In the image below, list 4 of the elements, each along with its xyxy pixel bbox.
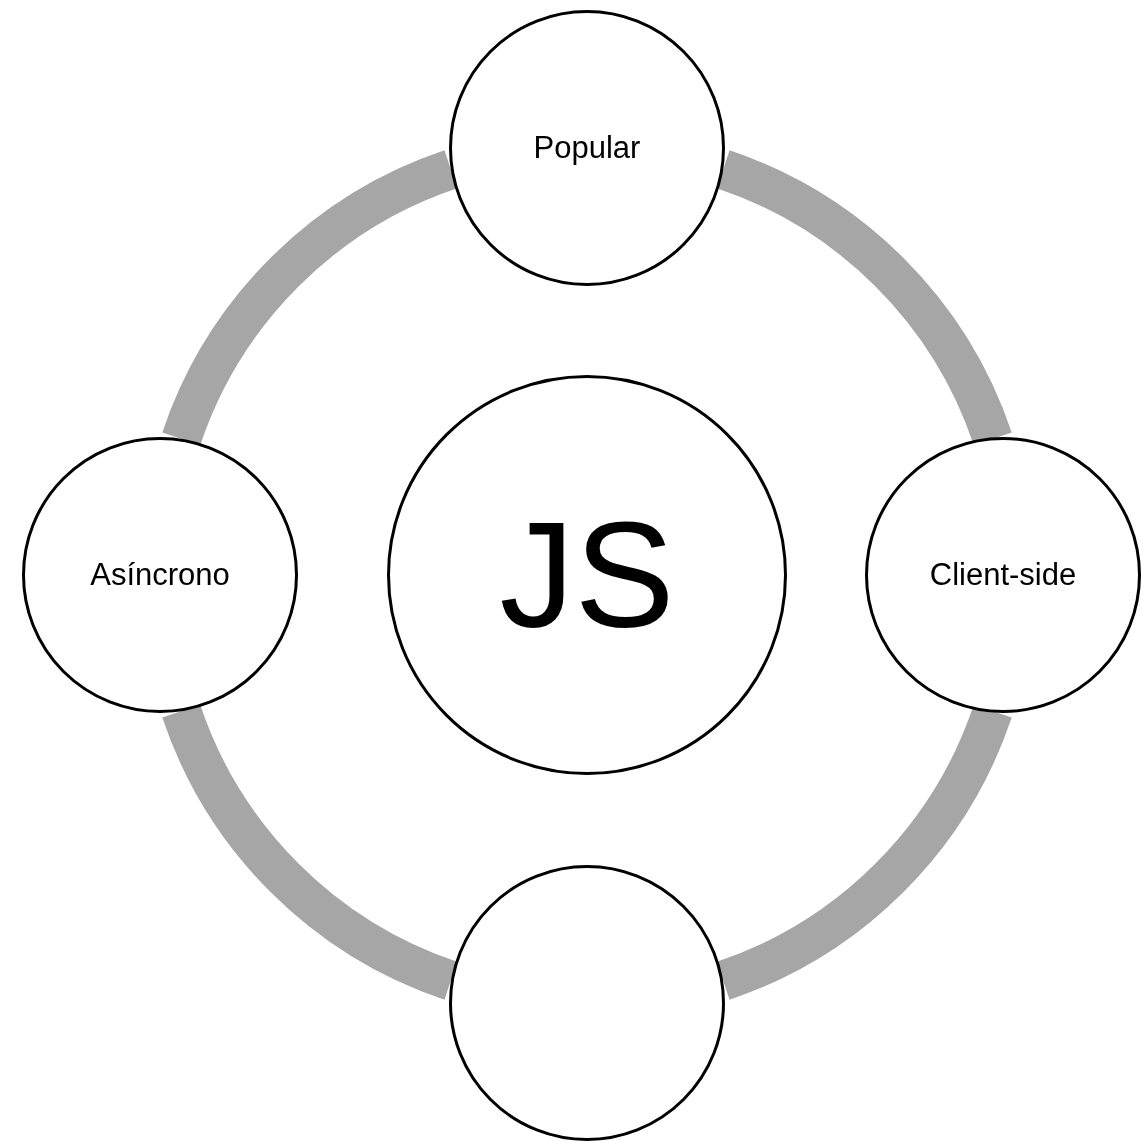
node-label: JS xyxy=(499,500,675,650)
node-label: Popular xyxy=(533,130,641,166)
node-label: Client-side xyxy=(929,557,1077,593)
node-label: Asíncrono xyxy=(90,557,230,593)
